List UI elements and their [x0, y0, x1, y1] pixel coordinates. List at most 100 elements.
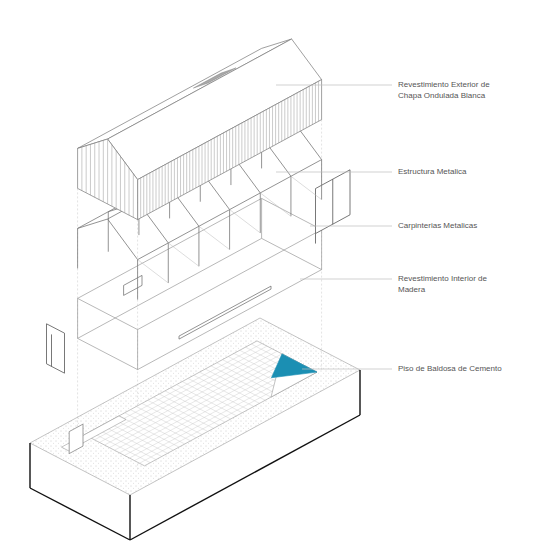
- corrugation: [129, 168, 130, 215]
- corrugation: [120, 156, 121, 210]
- corrugation: [266, 110, 267, 150]
- corrugation: [211, 140, 212, 180]
- leader-line: [276, 172, 392, 173]
- corrugation: [99, 142, 100, 200]
- leader-line: [302, 369, 392, 370]
- wood-lining: [262, 198, 322, 229]
- rafter: [78, 219, 108, 228]
- rafter: [108, 219, 138, 260]
- corrugation: [281, 101, 282, 141]
- corrugation: [297, 93, 298, 133]
- tile-joint: [105, 351, 278, 445]
- part-label: Estructura Metalica: [398, 166, 510, 177]
- door-frame: [51, 334, 52, 366]
- corrugation: [162, 166, 163, 206]
- leader-line: [300, 279, 392, 280]
- corrugation: [86, 146, 87, 193]
- corrugation: [152, 171, 153, 211]
- corrugation: [223, 133, 224, 173]
- corrugation: [124, 162, 125, 213]
- slab-edge: [29, 443, 30, 488]
- column: [77, 228, 78, 268]
- corrugation: [111, 145, 112, 206]
- wood-lining: [321, 230, 322, 270]
- wood-lining: [261, 198, 262, 238]
- corrugation: [183, 155, 184, 195]
- corrugation: [241, 123, 242, 163]
- corrugation: [306, 88, 307, 128]
- corrugation: [133, 174, 134, 218]
- corrugation: [168, 163, 169, 203]
- corrugation: [214, 138, 215, 178]
- corrugation: [315, 83, 316, 123]
- corrugation: [269, 108, 270, 148]
- window-frame: [332, 179, 333, 224]
- corrugation: [248, 120, 249, 160]
- beam: [138, 160, 322, 260]
- corrugation: [165, 165, 166, 205]
- corrugation: [284, 100, 285, 140]
- corrugation: [312, 85, 313, 125]
- corrugation: [202, 145, 203, 185]
- corrugation: [294, 95, 295, 135]
- wood-lining: [78, 338, 138, 369]
- brace: [260, 193, 291, 216]
- corrugation: [174, 160, 175, 200]
- appliance: [69, 424, 83, 454]
- corrugation: [254, 116, 255, 156]
- wood-lining: [78, 238, 262, 338]
- slab-edge: [130, 415, 360, 540]
- slab-edge: [30, 488, 130, 540]
- corrugation: [177, 158, 178, 198]
- wall-shelf: [179, 286, 271, 339]
- wall-window: [124, 275, 142, 295]
- corrugation: [107, 139, 108, 204]
- slab-edge: [129, 495, 130, 540]
- column: [198, 226, 199, 266]
- corrugation: [318, 81, 319, 121]
- corrugation: [195, 148, 196, 188]
- corrugation: [198, 146, 199, 186]
- corrugation: [143, 176, 144, 216]
- corrugation: [275, 105, 276, 145]
- corrugation: [146, 175, 147, 215]
- corrugation: [208, 141, 209, 181]
- brace: [230, 210, 261, 233]
- corrugation: [235, 126, 236, 166]
- corrugation: [156, 170, 157, 210]
- column: [321, 160, 322, 200]
- part-label: Revestimiento Interior de Madera: [398, 273, 510, 295]
- door-frame: [47, 324, 65, 373]
- wood-lining: [77, 298, 78, 338]
- corrugation: [244, 121, 245, 161]
- corrugation: [238, 125, 239, 165]
- corrugation: [90, 144, 91, 195]
- tile-joint: [125, 362, 298, 456]
- column: [137, 260, 138, 300]
- side-cladding: [138, 80, 322, 220]
- window-frame: [315, 234, 316, 244]
- column: [290, 176, 291, 216]
- corrugation: [180, 156, 181, 196]
- brace: [199, 226, 230, 249]
- corrugation: [303, 90, 304, 130]
- corrugation: [287, 98, 288, 138]
- brace: [138, 260, 169, 283]
- corrugation: [149, 173, 150, 213]
- corrugation: [229, 130, 230, 170]
- corrugation: [226, 131, 227, 171]
- brace: [168, 243, 199, 266]
- corrugation: [217, 136, 218, 176]
- wood-lining: [262, 238, 322, 269]
- tile-joint: [115, 357, 288, 451]
- brace: [291, 176, 322, 199]
- part-label: Carpinterias Metalicas: [398, 220, 510, 231]
- tile-floor: [85, 341, 318, 466]
- leader-line: [310, 226, 392, 227]
- window-frame: [316, 170, 351, 234]
- corrugation: [290, 96, 291, 136]
- corrugation: [232, 128, 233, 168]
- corrugation: [140, 178, 141, 218]
- corrugation: [300, 91, 301, 131]
- corrugation: [81, 147, 82, 191]
